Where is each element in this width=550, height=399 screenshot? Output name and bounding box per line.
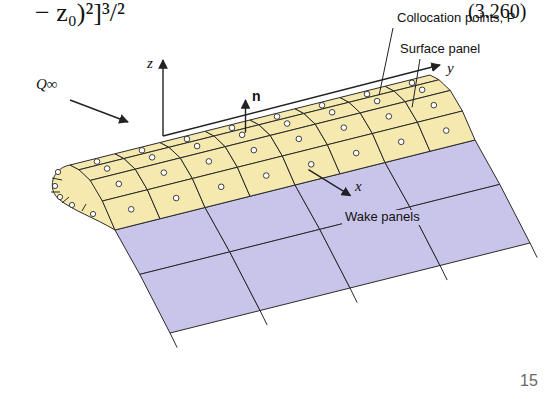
collocation-point [184,136,190,142]
collocation-point [409,80,415,86]
freestream-label: Q∞ [36,76,58,93]
collocation-point [149,155,155,161]
collocation-point [94,159,100,165]
callout-label: Surface panel [400,42,480,57]
collocation-point [251,147,257,153]
collocation-point [161,170,167,176]
axis-label: x [355,178,362,195]
callout-label: Collocation points, P [397,11,516,26]
collocation-point [353,150,359,156]
wake-panel [320,207,440,288]
collocation-point [69,202,74,207]
collocation-point [364,91,370,97]
collocation-point [398,139,404,145]
x-axis [309,170,351,196]
collocation-point [57,194,62,199]
wake-line [170,333,177,348]
collocation-point [263,173,269,179]
collocation-point [139,147,145,153]
collocation-point [341,125,347,131]
wake-panels [115,140,537,348]
collocation-point [173,195,179,201]
collocation-points [94,80,449,212]
collocation-point [274,114,280,120]
surface-panel [417,111,475,151]
leader-line [379,28,393,95]
wake-line [440,266,447,281]
collocation-point [329,110,335,116]
collocation-point [308,162,314,168]
collocation-point [386,114,392,120]
wake-line [350,288,357,303]
axis-label: z [147,55,153,72]
section-panel-edge [51,178,86,211]
leader-line [412,59,420,107]
collocation-point [55,169,60,174]
callout-label: Wake panels [342,210,423,225]
collocation-point [284,121,290,127]
collocation-point [296,136,302,142]
vector-label: n [252,88,261,104]
collocation-point [443,128,449,134]
collocation-point [104,166,110,172]
collocation-point [239,132,245,138]
collocation-point [194,143,200,149]
axis-label: y [447,60,454,77]
collocation-point [218,184,224,190]
collocation-point [116,181,122,187]
page-number: 15 [520,372,538,390]
freestream-arrow [70,100,128,122]
collocation-point [206,159,212,165]
collocation-point [128,207,134,213]
collocation-point [90,211,95,216]
wake-line [530,243,537,258]
z-axis [162,60,163,136]
collocation-point [419,87,425,93]
collocation-point [229,125,235,131]
collocation-point [319,102,325,108]
wake-panel [410,184,530,265]
equation-fragment: − z₀)²]³/² [35,0,125,28]
collocation-point [374,98,380,104]
y-axis [163,65,440,136]
normal-vector [245,100,246,133]
axes [70,28,440,196]
wake-line [260,311,267,326]
collocation-point [431,102,437,108]
collocation-point [52,183,57,188]
surface-panels [51,75,475,230]
